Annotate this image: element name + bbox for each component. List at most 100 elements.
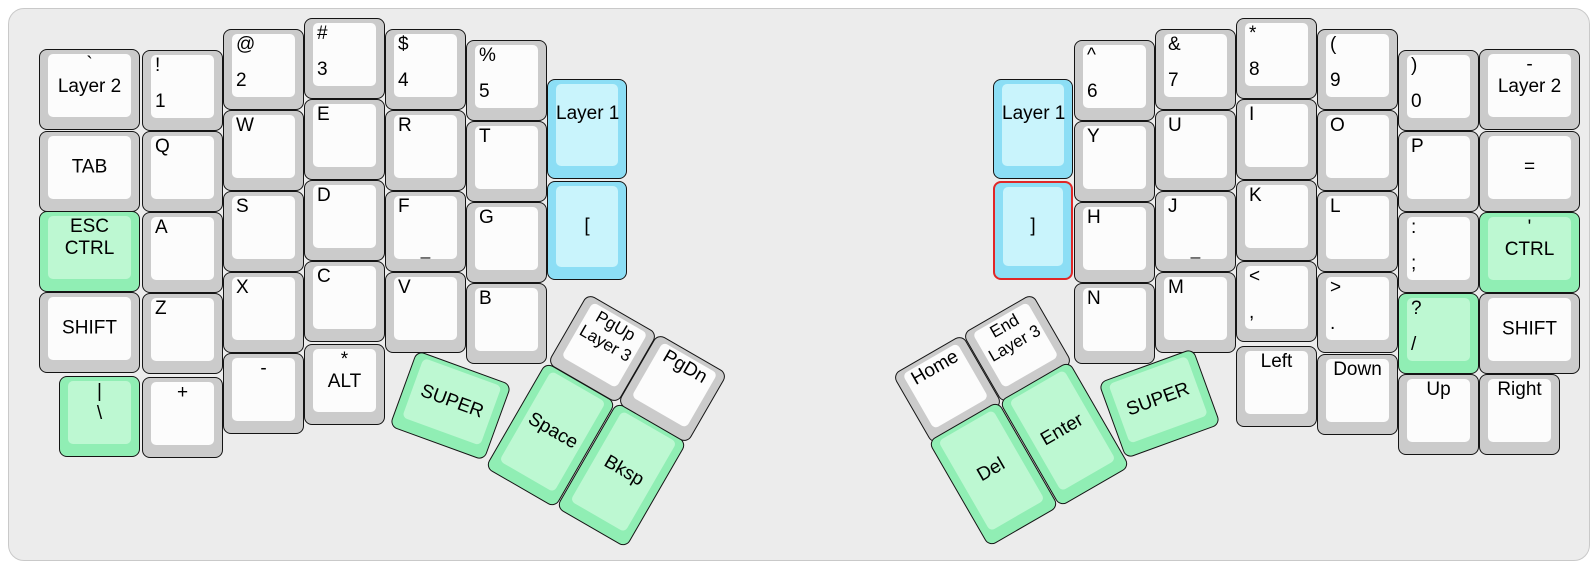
key-label: Q: [155, 136, 170, 157]
key-label: B: [479, 288, 492, 309]
key-layer1-right[interactable]: Layer 1: [993, 79, 1073, 179]
key-lbracket[interactable]: [: [547, 181, 627, 280]
key-label: [: [584, 215, 590, 237]
key-label: 6: [1087, 81, 1098, 102]
keycap-top: Y: [1083, 126, 1146, 189]
key-z[interactable]: Z: [142, 293, 223, 374]
key-h[interactable]: H: [1074, 202, 1155, 283]
key-left[interactable]: Left: [1236, 346, 1317, 427]
key-i[interactable]: I: [1236, 99, 1317, 180]
key-shift-right[interactable]: SHIFT: [1479, 293, 1580, 374]
keycap-top: G: [475, 207, 538, 270]
key-o[interactable]: O: [1317, 110, 1398, 191]
key-u[interactable]: U: [1155, 110, 1236, 191]
keycap-top: Left: [1245, 351, 1308, 414]
keycap-top: V: [394, 277, 457, 340]
key-pipe-backslash[interactable]: |\: [59, 376, 140, 457]
key-d[interactable]: D: [304, 180, 385, 261]
key-v[interactable]: V: [385, 272, 466, 353]
key-l[interactable]: L: [1317, 191, 1398, 272]
key-question-slash[interactable]: ?/: [1398, 293, 1479, 374]
keycap-top: J_: [1164, 196, 1227, 259]
key-g[interactable]: G: [466, 202, 547, 283]
key-r[interactable]: R: [385, 110, 466, 191]
key-c[interactable]: C: [304, 261, 385, 342]
key-label: #: [317, 23, 328, 44]
key-f[interactable]: F_: [385, 191, 466, 272]
key-m[interactable]: M: [1155, 272, 1236, 353]
key-shift-left[interactable]: SHIFT: [39, 292, 140, 373]
key-1[interactable]: !1: [142, 50, 223, 131]
key-b[interactable]: B: [466, 283, 547, 364]
key-label: Up: [1426, 379, 1451, 400]
key-label: D: [317, 185, 331, 206]
key-down[interactable]: Down: [1317, 354, 1398, 435]
key-9[interactable]: (9: [1317, 29, 1398, 110]
key-label: Layer 2: [57, 76, 122, 97]
key-tab[interactable]: TAB: [39, 131, 140, 212]
key-label: CTRL: [1504, 239, 1555, 260]
key-7[interactable]: &7: [1155, 29, 1236, 110]
key-grave-layer2[interactable]: `Layer 2: [39, 49, 140, 130]
keycap-top: &7: [1164, 34, 1227, 97]
keycap-top: D: [313, 185, 376, 248]
keycap-top: Down: [1326, 359, 1389, 422]
key-k[interactable]: K: [1236, 180, 1317, 261]
key-layer1-left[interactable]: Layer 1: [547, 79, 627, 179]
key-label: O: [1330, 115, 1345, 136]
keycap-top: N: [1083, 288, 1146, 351]
key-label: T: [479, 126, 491, 147]
key-p[interactable]: P: [1398, 131, 1479, 212]
key-minus-left[interactable]: -: [223, 353, 304, 434]
keycap-top: +: [151, 382, 214, 445]
key-equals[interactable]: =: [1479, 131, 1580, 212]
keycap-top: C: [313, 266, 376, 329]
key-8[interactable]: *8: [1236, 18, 1317, 99]
key-period[interactable]: >.: [1317, 272, 1398, 353]
key-up[interactable]: Up: [1398, 374, 1479, 455]
key-label: <: [1249, 266, 1261, 287]
key-s[interactable]: S: [223, 191, 304, 272]
key-label: $: [398, 34, 409, 55]
key-e[interactable]: E: [304, 99, 385, 180]
keycap-top: !1: [151, 55, 214, 118]
key-6[interactable]: ^6: [1074, 40, 1155, 121]
key-colon-semicolon[interactable]: :;: [1398, 212, 1479, 293]
key-2[interactable]: @2: [223, 29, 304, 110]
key-label: ': [1527, 217, 1532, 238]
key-asterisk-alt[interactable]: *ALT: [304, 344, 385, 425]
key-label: 4: [398, 70, 409, 91]
keycap-top: H: [1083, 207, 1146, 270]
key-y[interactable]: Y: [1074, 121, 1155, 202]
key-quote-ctrl[interactable]: 'CTRL: [1479, 212, 1580, 293]
key-label: N: [1087, 288, 1101, 309]
key-super-left[interactable]: SUPER: [388, 349, 512, 461]
keycap-top: Layer 1: [556, 84, 619, 166]
key-right[interactable]: Right: [1479, 374, 1560, 455]
key-5[interactable]: %5: [466, 40, 547, 121]
key-j[interactable]: J_: [1155, 191, 1236, 272]
key-w[interactable]: W: [223, 110, 304, 191]
key-label: M: [1168, 277, 1184, 298]
key-x[interactable]: X: [223, 272, 304, 353]
key-rbracket[interactable]: ]: [993, 181, 1073, 280]
key-n[interactable]: N: [1074, 283, 1155, 364]
key-label: ESC: [69, 216, 110, 237]
key-comma[interactable]: <,: [1236, 261, 1317, 342]
key-plus[interactable]: +: [142, 377, 223, 458]
key-3[interactable]: #3: [304, 18, 385, 99]
key-label: 5: [479, 81, 490, 102]
key-label: ,: [1249, 302, 1255, 323]
key-a[interactable]: A: [142, 212, 223, 293]
keycap-top: K: [1245, 185, 1308, 248]
key-0[interactable]: )0: [1398, 50, 1479, 131]
key-t[interactable]: T: [466, 121, 547, 202]
keycap-top: ^6: [1083, 45, 1146, 108]
key-label: L: [1330, 196, 1341, 217]
keycap-top: Q: [151, 136, 214, 199]
keycap-top: @2: [232, 34, 295, 97]
key-4[interactable]: $4: [385, 29, 466, 110]
key-q[interactable]: Q: [142, 131, 223, 212]
key-minus-layer2[interactable]: -Layer 2: [1479, 49, 1580, 130]
